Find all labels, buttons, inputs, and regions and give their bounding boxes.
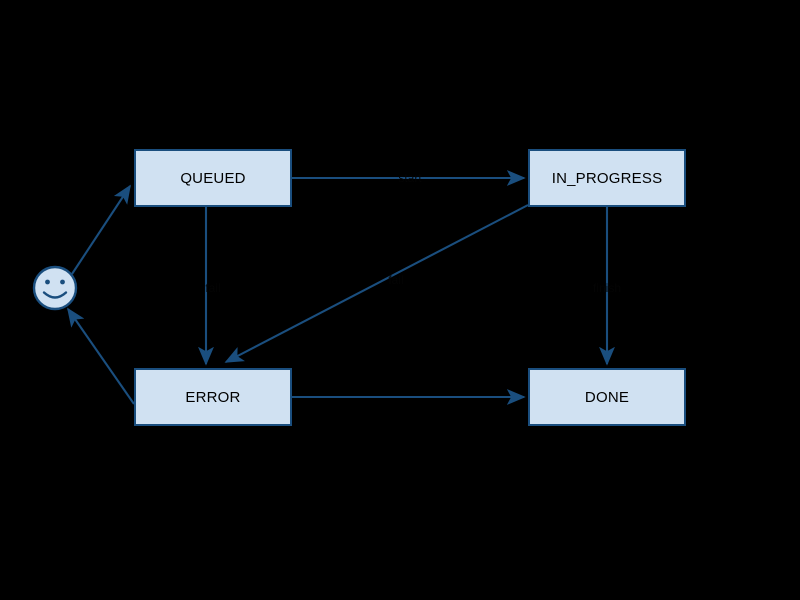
edge-in-progress-to-error bbox=[224, 204, 529, 363]
state-node-queued[interactable]: QUEUED bbox=[134, 149, 292, 207]
edge-error-to-start bbox=[67, 307, 135, 405]
start-node[interactable] bbox=[32, 265, 78, 311]
smiley-mouth-icon bbox=[42, 291, 68, 299]
state-node-in-progress[interactable]: IN_PROGRESS bbox=[528, 149, 686, 207]
state-label-in-progress: IN_PROGRESS bbox=[551, 169, 663, 187]
state-label-error: ERROR bbox=[185, 388, 241, 406]
smiley-face-icon bbox=[32, 265, 78, 311]
state-label-done: DONE bbox=[584, 388, 630, 406]
smiley-eye-right-icon bbox=[60, 279, 65, 285]
smiley-eye-left-icon bbox=[45, 279, 50, 285]
state-label-queued: QUEUED bbox=[180, 169, 246, 187]
edge-start-to-queued bbox=[71, 184, 131, 275]
state-node-error[interactable]: ERROR bbox=[134, 368, 292, 426]
state-node-done[interactable]: DONE bbox=[528, 368, 686, 426]
